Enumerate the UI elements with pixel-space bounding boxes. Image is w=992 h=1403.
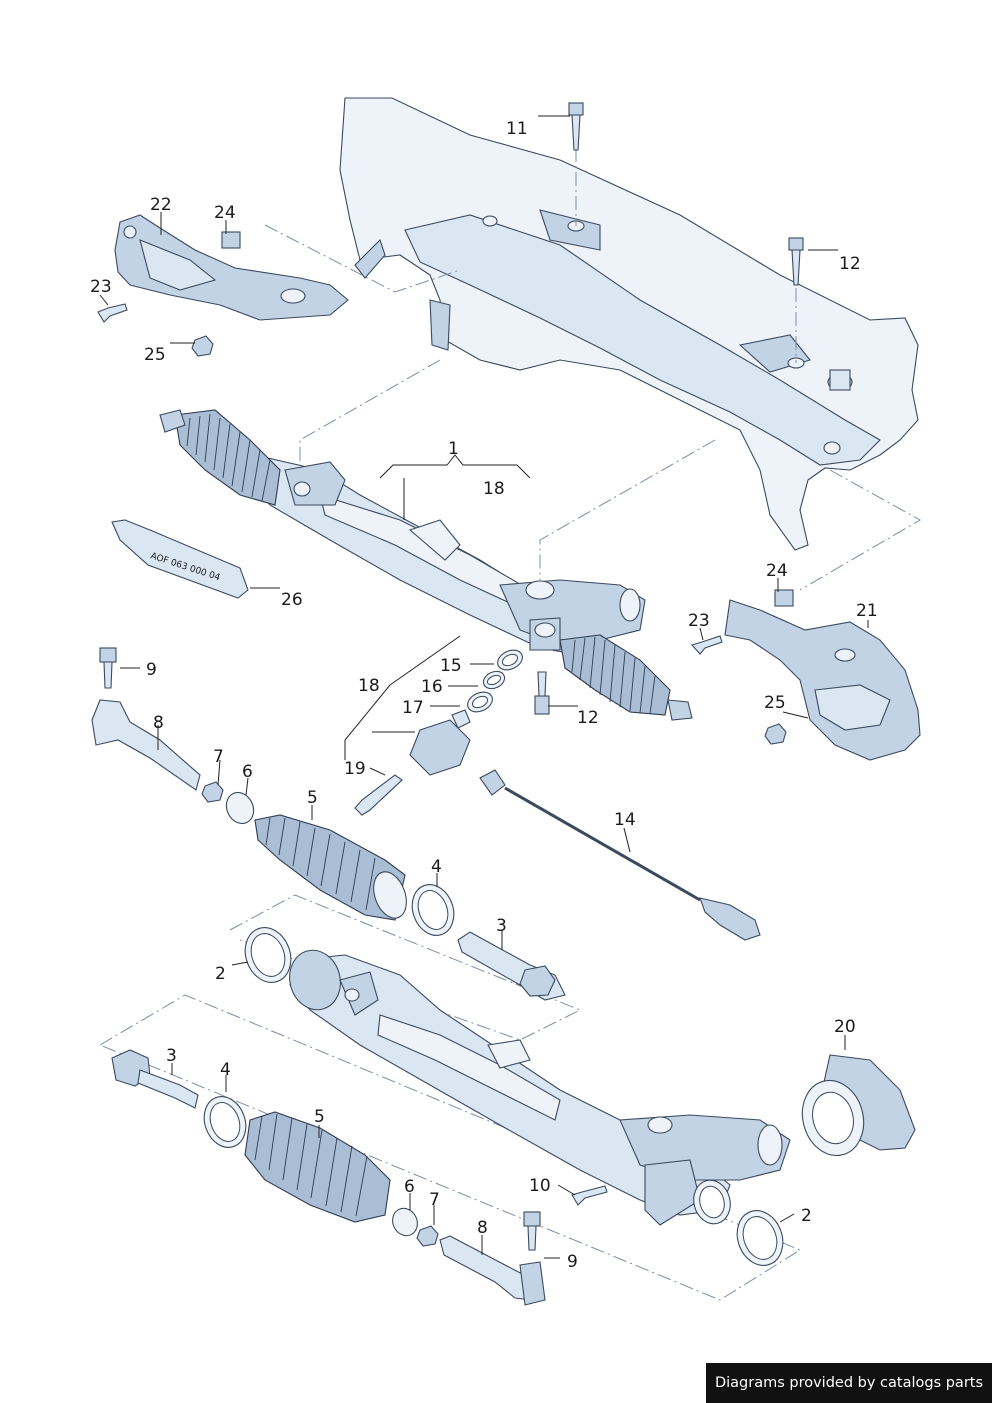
sensor-lead bbox=[479, 769, 761, 941]
callout-3-bottom: 3 bbox=[166, 1046, 177, 1066]
leader-lines bbox=[99, 115, 869, 1259]
callout-15: 15 bbox=[440, 656, 462, 676]
callout-26: 26 bbox=[281, 590, 303, 610]
tie-rod-set-upper bbox=[91, 647, 566, 1001]
callout-5-top: 5 bbox=[307, 788, 318, 808]
callout-3-top: 3 bbox=[496, 916, 507, 936]
callout-8-top: 8 bbox=[153, 713, 164, 733]
callout-12-top: 12 bbox=[839, 254, 861, 274]
callout-8-bottom: 8 bbox=[477, 1218, 488, 1238]
rack-housing-lower bbox=[289, 949, 791, 1226]
callout-23-left: 23 bbox=[90, 277, 112, 297]
subframe bbox=[339, 97, 919, 551]
callout-5-bottom: 5 bbox=[314, 1107, 325, 1127]
callout-2-bottom: 2 bbox=[801, 1206, 812, 1226]
callout-12-mid: 12 bbox=[577, 708, 599, 728]
seals-and-sensor bbox=[354, 649, 523, 816]
callout-9-bottom: 9 bbox=[567, 1252, 578, 1272]
callout-23-right: 23 bbox=[688, 611, 710, 631]
callout-1: 1 bbox=[448, 439, 459, 459]
callout-10: 10 bbox=[529, 1176, 551, 1196]
watermark-banner: Diagrams provided by catalogs parts bbox=[706, 1363, 992, 1403]
callout-6-top: 6 bbox=[242, 762, 253, 782]
heat-shield-left bbox=[114, 214, 349, 321]
callout-18-mid: 18 bbox=[358, 676, 380, 696]
callout-2-top: 2 bbox=[215, 964, 226, 984]
callout-21: 21 bbox=[856, 601, 878, 621]
callout-18-top: 18 bbox=[483, 479, 505, 499]
dust-cap bbox=[801, 1054, 916, 1157]
callout-22: 22 bbox=[150, 195, 172, 215]
callout-19: 19 bbox=[344, 759, 366, 779]
callout-14: 14 bbox=[614, 810, 636, 830]
callout-24-left: 24 bbox=[214, 203, 236, 223]
callout-4-bottom: 4 bbox=[220, 1060, 231, 1080]
tie-rod-set-lower bbox=[111, 1049, 784, 1306]
callout-24-right: 24 bbox=[766, 561, 788, 581]
upper-hardware bbox=[97, 102, 804, 745]
steering-rack-assembly bbox=[159, 409, 693, 721]
callout-labels: 11 12 22 24 23 25 1 18 26 24 21 23 25 15… bbox=[90, 119, 878, 1272]
grease-tube: AOF 063 000 04 bbox=[111, 519, 249, 599]
callout-25-right: 25 bbox=[764, 693, 786, 713]
callout-9-top: 9 bbox=[146, 660, 157, 680]
callout-16: 16 bbox=[421, 677, 443, 697]
heat-shield-right bbox=[724, 599, 921, 761]
callout-17: 17 bbox=[402, 698, 424, 718]
callout-4-top: 4 bbox=[431, 857, 442, 877]
callout-7-top: 7 bbox=[213, 747, 224, 767]
callout-25-left: 25 bbox=[144, 345, 166, 365]
callout-6-bottom: 6 bbox=[404, 1177, 415, 1197]
callout-20: 20 bbox=[834, 1017, 856, 1037]
callout-11: 11 bbox=[506, 119, 528, 139]
callout-7-bottom: 7 bbox=[429, 1190, 440, 1210]
